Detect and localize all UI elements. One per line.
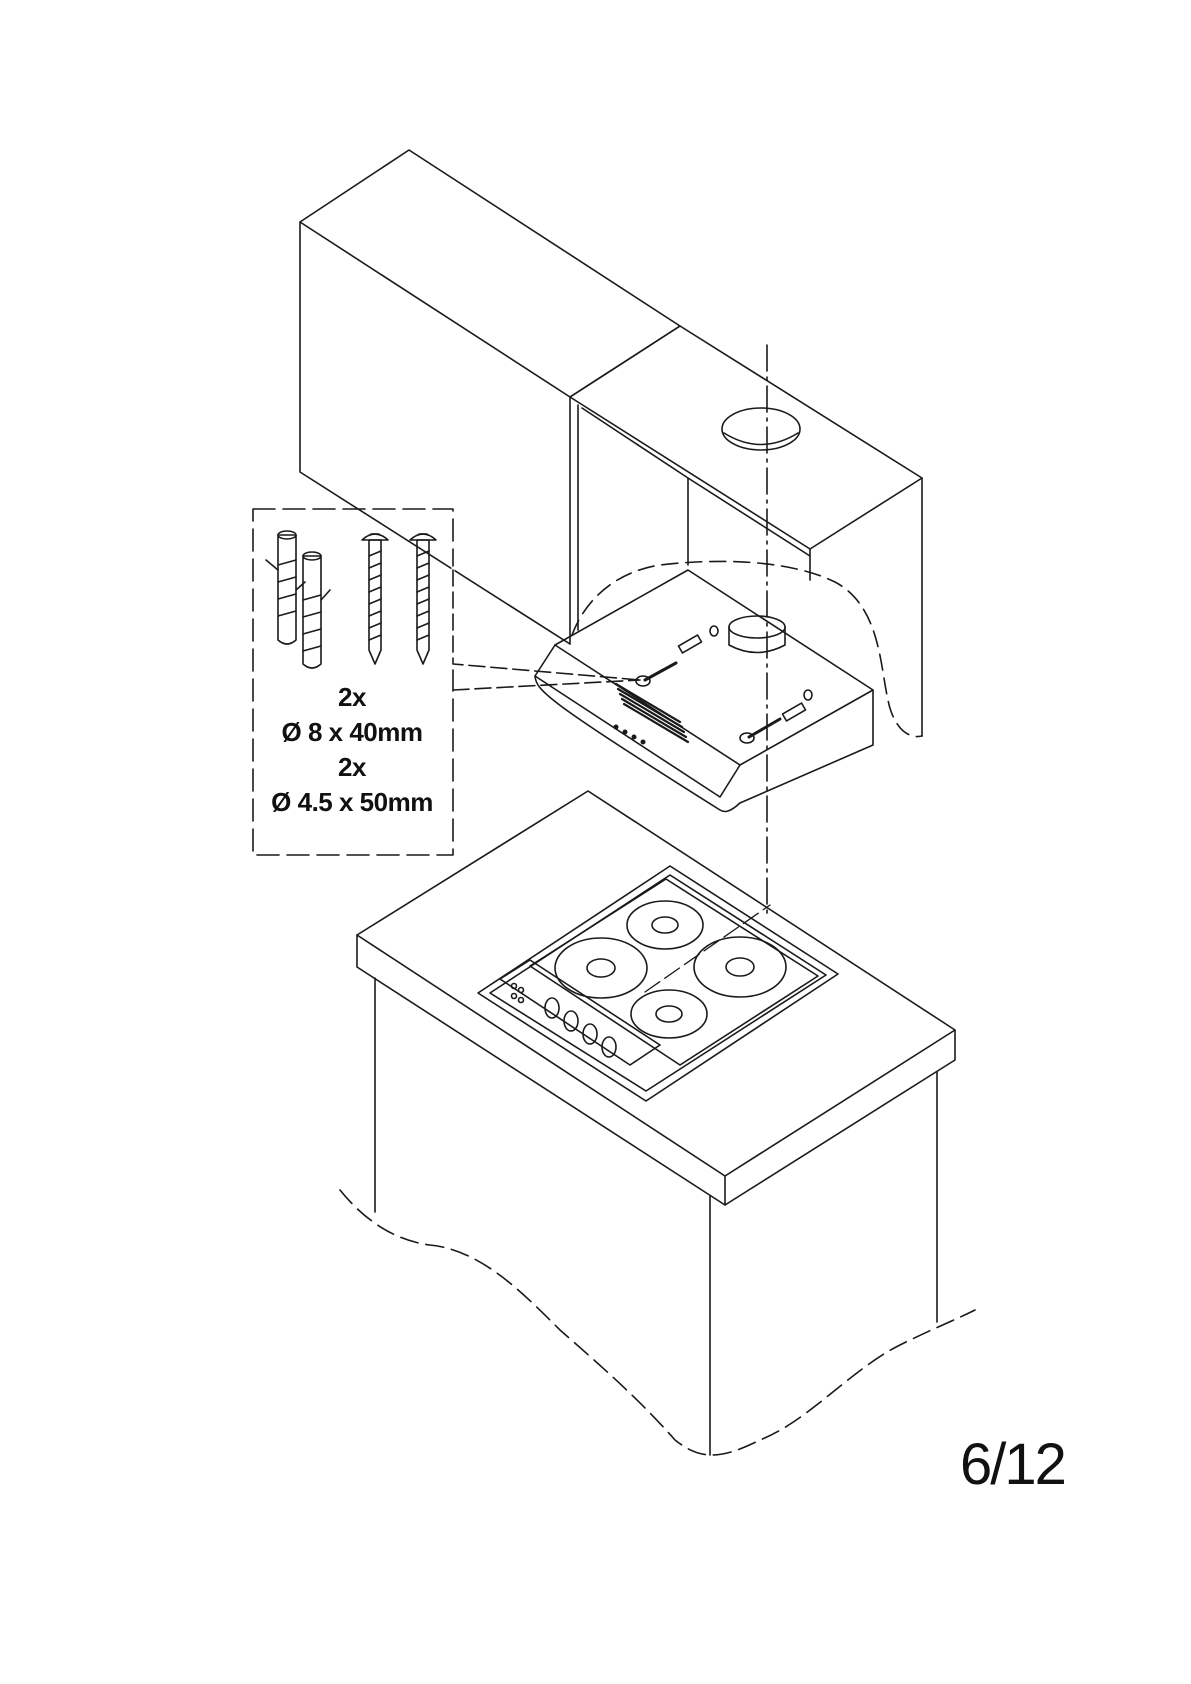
screw-icon: [362, 534, 388, 664]
range-hood: [535, 570, 873, 812]
cooktop: [478, 866, 838, 1101]
wall-anchor-icon: [266, 531, 305, 644]
wall-cabinets: [300, 150, 922, 736]
hotplate-icon: [694, 937, 786, 997]
hood-anchor-right: [782, 703, 805, 721]
hotplate-icon: [555, 938, 647, 998]
page-number: 6/12: [960, 1436, 1065, 1494]
hood-screw-right: [740, 719, 780, 743]
hood-screw-left: [636, 663, 676, 686]
hood-control-dots: [614, 725, 646, 745]
anchor-quantity: 2x: [252, 684, 452, 710]
wall-anchor-icon: [303, 552, 330, 668]
hood-anchor-left: [678, 635, 701, 653]
screw-quantity: 2x: [252, 754, 452, 780]
hotplate-icon: [631, 990, 707, 1038]
hotplate-icon: [627, 901, 703, 949]
cabinet-break-line: [340, 1190, 975, 1455]
screw-icon: [410, 534, 436, 664]
screw-size: Ø 4.5 x 50mm: [252, 789, 452, 815]
cooktop-indicator-lights: [512, 984, 524, 1003]
hood-dashed-outline: [572, 561, 922, 736]
base-cabinet: [340, 791, 975, 1455]
anchor-size: Ø 8 x 40mm: [252, 719, 452, 745]
